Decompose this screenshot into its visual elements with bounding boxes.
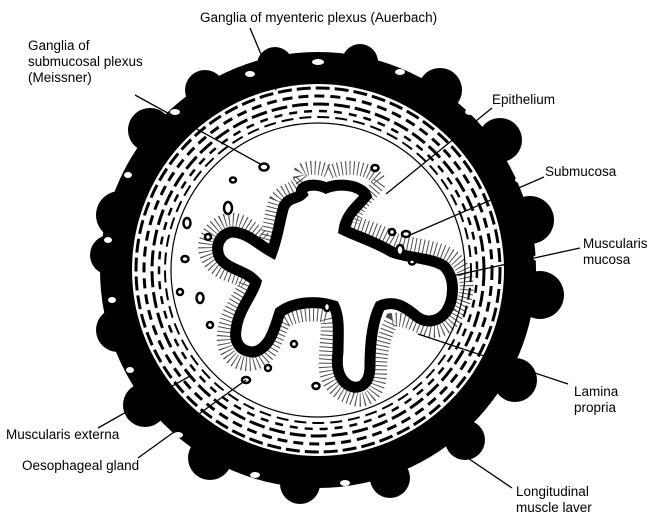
label-auerbach: Ganglia of myenteric plexus (Auerbach) <box>200 10 437 25</box>
label-muscularis-mucosa-line2: mucosa <box>583 252 631 267</box>
label-longitudinal-muscle-line2: muscle laver <box>516 500 592 515</box>
label-lamina-propria-line1: Lamina <box>574 384 619 399</box>
label-muscularis-mucosa-line1: Muscularis <box>583 236 648 251</box>
label-meissner-line2: submucosal plexus <box>28 54 143 69</box>
label-longitudinal-muscle-line1: Longitudinal <box>516 484 589 499</box>
label-submucosa: Submucosa <box>545 164 617 179</box>
submucosa-layer <box>171 123 465 417</box>
label-meissner-line3: (Meissner) <box>28 70 92 85</box>
label-lamina-propria-line2: propria <box>574 400 617 415</box>
label-oesophageal-gland: Oesophageal gland <box>22 458 139 473</box>
label-muscularis-externa: Muscularis externa <box>6 427 120 442</box>
label-epithelium: Epithelium <box>492 92 555 107</box>
label-meissner-line1: Ganglia of <box>28 38 90 53</box>
